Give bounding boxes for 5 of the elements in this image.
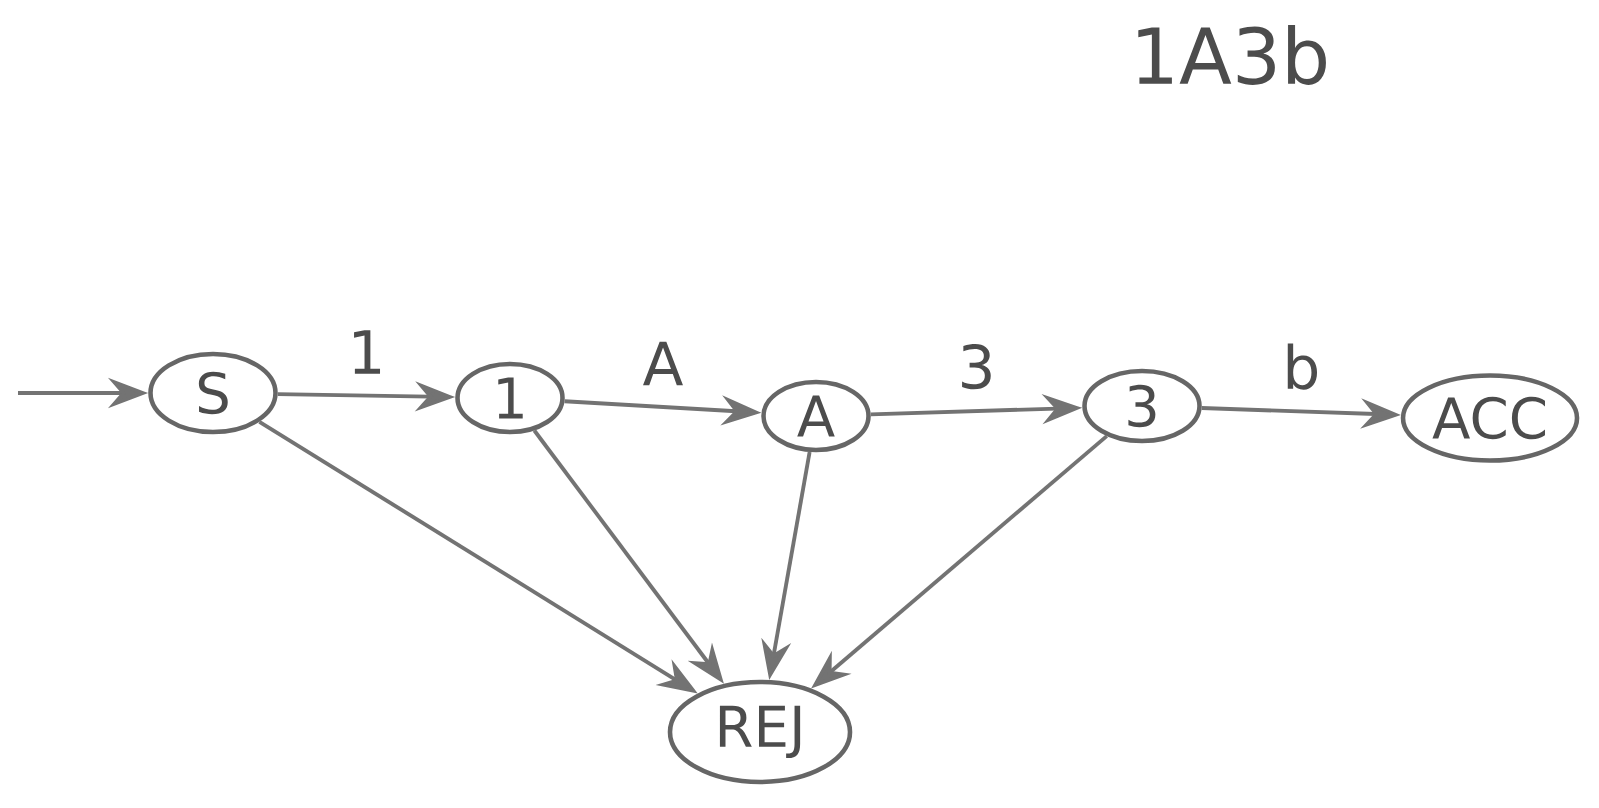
edge-label: 3: [950, 337, 1003, 397]
edge-label: A: [635, 334, 691, 393]
edge-label: b: [1275, 336, 1328, 397]
edge-label: 1: [340, 323, 393, 381]
title: 1A3b: [1138, 25, 1326, 85]
